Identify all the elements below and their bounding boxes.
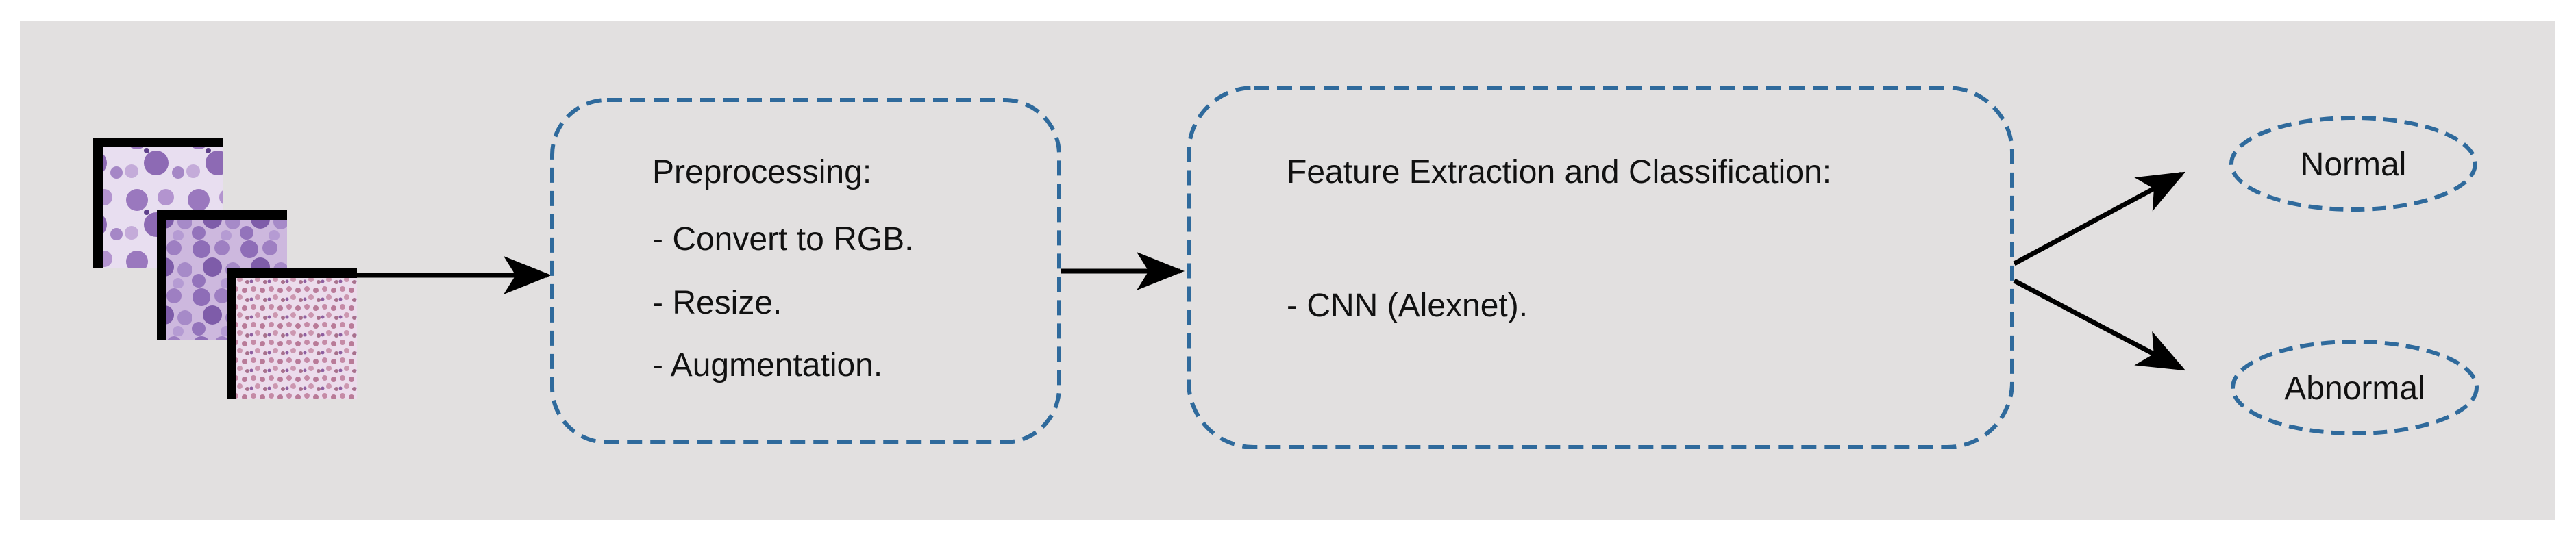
feature-extraction-box (1187, 86, 2014, 449)
preprocessing-step-resize: - Resize. (652, 285, 782, 321)
normal-output-ellipse (2229, 116, 2477, 212)
preprocessing-step-convert: - Convert to RGB. (652, 221, 913, 257)
diagram-background-panel (20, 21, 2555, 520)
feature-extraction-method: - CNN (Alexnet). (1287, 288, 1528, 324)
normal-output-label: Normal (2301, 147, 2407, 183)
preprocessing-step-augmentation: - Augmentation. (652, 347, 882, 383)
arrow-to-normal (2013, 171, 2186, 266)
feature-extraction-title: Feature Extraction and Classification: (1287, 154, 1831, 190)
microscopy-image-3 (227, 268, 357, 399)
preprocessing-box (550, 98, 1061, 444)
abnormal-output-ellipse (2231, 340, 2479, 435)
arrow-to-abnormal (2013, 278, 2186, 371)
preprocessing-title: Preprocessing: (652, 154, 871, 190)
abnormal-output-label: Abnormal (2284, 370, 2425, 407)
